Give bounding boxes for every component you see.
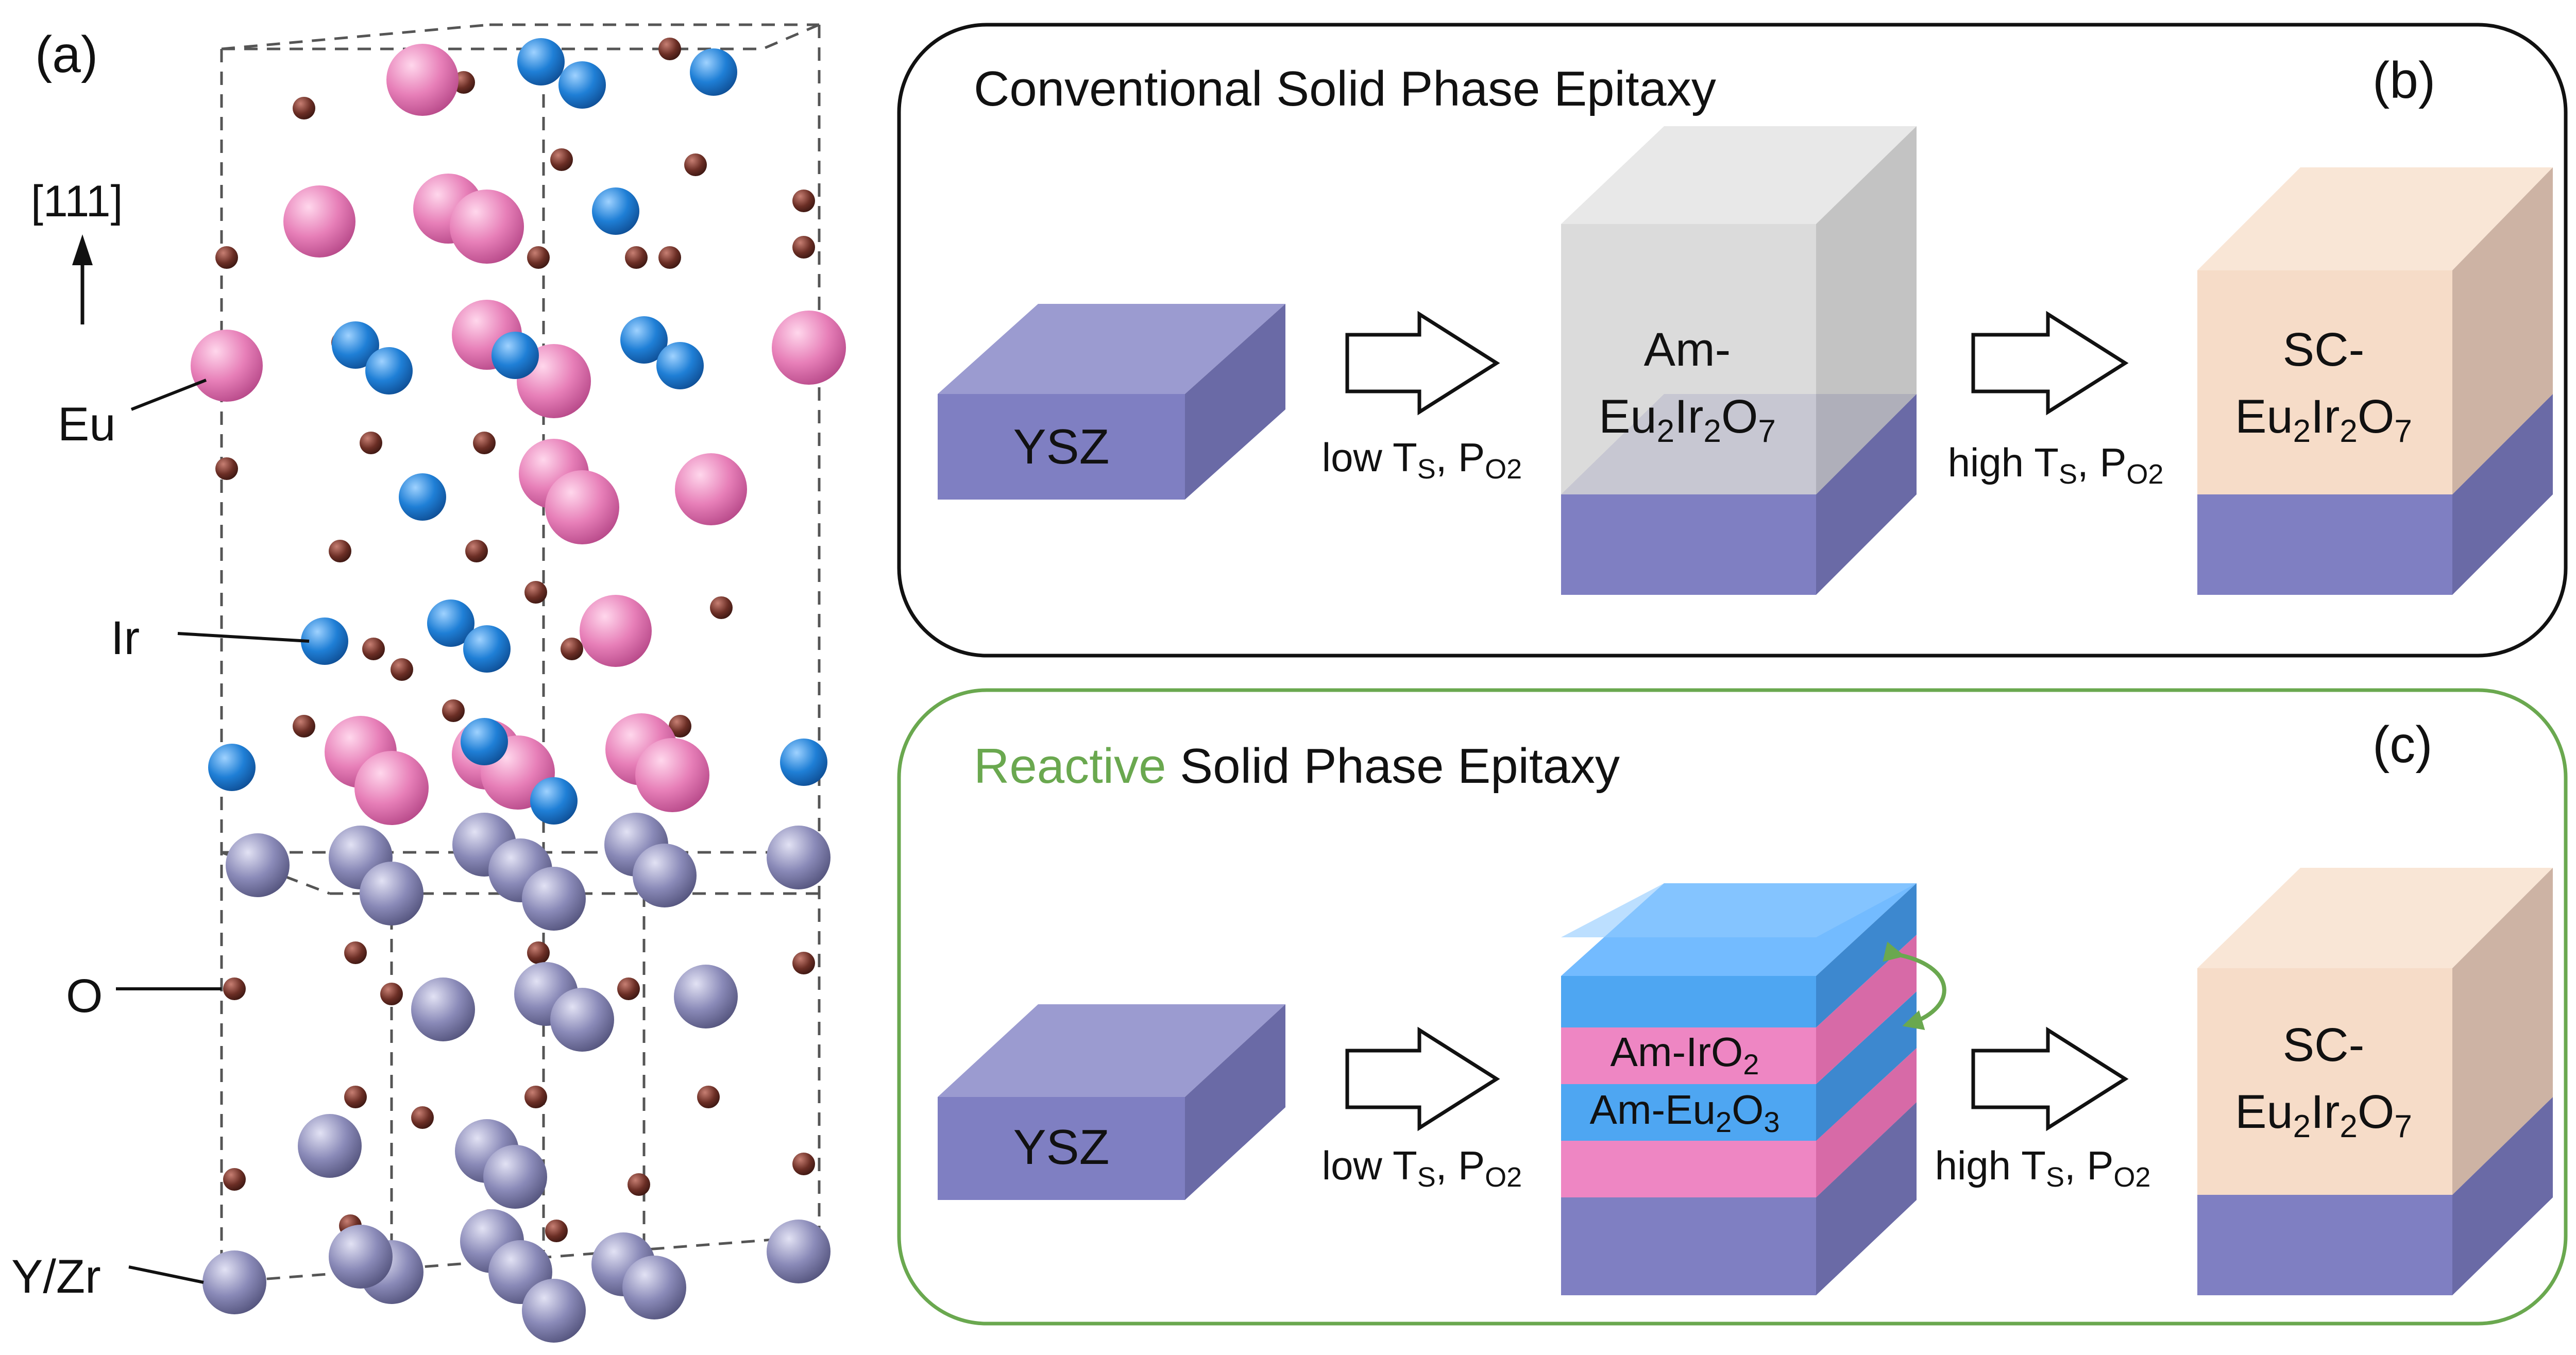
y-zr-atoms: [202, 813, 831, 1343]
layer-label-iro2: Am-IrO2: [1611, 1029, 1759, 1080]
panel-c-border: [897, 688, 2568, 1326]
crystal-label-line1-c: SC-: [2283, 1019, 2364, 1071]
process-arrow-c1: [1345, 1026, 1500, 1131]
amorphous-label-line1: Am-: [1644, 323, 1731, 376]
ysz-label-b: YSZ: [1013, 419, 1110, 474]
leader-y-zr: [128, 1265, 204, 1284]
ir-atoms: [208, 38, 827, 825]
amorphous-stack: Am- Eu2Ir2O7: [1561, 126, 1917, 595]
interdiffusion-arrow: [1883, 941, 1946, 1030]
conditions-c2: high TS, PO2: [1935, 1143, 2151, 1193]
ysz-label-c: YSZ: [1013, 1120, 1110, 1175]
panel-c-label: (c): [2372, 716, 2433, 774]
process-arrow-b2: [1971, 311, 2129, 416]
leader-ir: [177, 632, 310, 643]
amorphous-formula: Eu2Ir2O7: [1599, 390, 1776, 449]
panel-c-title: Reactive Solid Phase Epitaxy: [974, 739, 1620, 794]
atom-label-eu: Eu: [58, 398, 116, 451]
atom-label-o: O: [66, 970, 103, 1022]
atom-label-y-zr: Y/Zr: [11, 1250, 101, 1303]
layer-label-eu2o3: Am-Eu2O3: [1589, 1087, 1780, 1138]
panel-b-border: [897, 23, 2568, 658]
crystal-label-line1-b: SC-: [2283, 323, 2364, 376]
direction-arrow: [72, 234, 93, 324]
crystal-stack-c: SC- Eu2Ir2O7: [2197, 868, 2553, 1295]
crystal-stack-b: SC- Eu2Ir2O7: [2197, 167, 2553, 595]
atom-label-ir: Ir: [111, 612, 140, 664]
ysz-substrate-c: YSZ: [938, 1004, 1285, 1200]
process-arrow-b1: [1345, 311, 1500, 416]
ysz-substrate-b: YSZ: [938, 304, 1285, 500]
eu-atoms: [191, 44, 846, 825]
panel-a: (a): [11, 23, 846, 1343]
crystal-formula-c: Eu2Ir2O7: [2235, 1086, 2412, 1144]
panel-a-label: (a): [35, 26, 98, 83]
panel-b-label: (b): [2372, 52, 2435, 109]
panel-b: Conventional Solid Phase Epitaxy (b) YSZ…: [897, 23, 2568, 658]
conditions-b2: high TS, PO2: [1948, 440, 2164, 490]
direction-label: [111]: [31, 177, 123, 226]
leader-eu: [130, 379, 207, 411]
panel-b-title: Conventional Solid Phase Epitaxy: [974, 61, 1716, 116]
crystal-formula-b: Eu2Ir2O7: [2235, 390, 2412, 449]
multilayer-stack: Am-IrO2 Am-Eu2O3: [1561, 883, 1917, 1295]
conditions-b1: low TS, PO2: [1322, 435, 1522, 485]
conditions-c1: low TS, PO2: [1322, 1143, 1522, 1193]
process-arrow-c2: [1971, 1026, 2129, 1131]
panel-c: Reactive Solid Phase Epitaxy (c) YSZ low…: [897, 688, 2568, 1326]
